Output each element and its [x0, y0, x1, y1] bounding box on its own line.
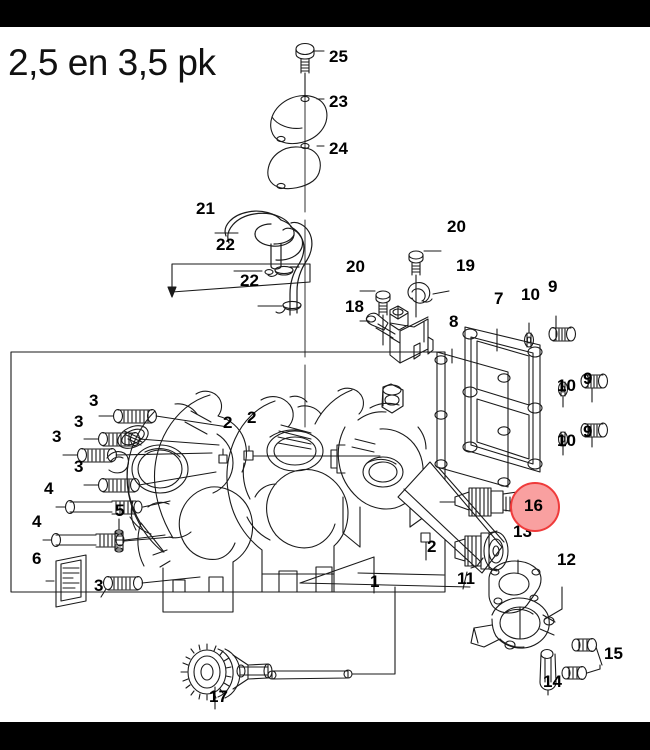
callout-fuel-hose-21[interactable]: 21	[196, 199, 215, 218]
part-9c-bolt	[580, 422, 609, 438]
part-13-gasket	[488, 560, 542, 614]
part-18-bracket	[365, 305, 434, 364]
callout-crankcase-1[interactable]: 1	[370, 572, 380, 591]
part-7-intake-plate	[462, 326, 543, 473]
callout-name-plate-6[interactable]: 6	[32, 549, 42, 568]
direction-arrow-bracket	[167, 263, 311, 298]
crankcase-group-box	[10, 351, 446, 593]
callout-bolt-15[interactable]: 15	[604, 644, 623, 663]
callout-clip-19[interactable]: 19	[456, 256, 475, 275]
callout-bolt-25[interactable]: 25	[329, 47, 348, 66]
part-2b-dowel	[218, 454, 228, 464]
callout-bolt-9[interactable]: 9	[548, 277, 558, 296]
part-20b-bolt	[375, 290, 391, 346]
leader-1b	[299, 556, 375, 584]
part-3e-bolt	[102, 575, 201, 591]
callout-hose-clamp-22[interactable]: 22	[216, 235, 235, 254]
letterbox-top	[0, 0, 650, 27]
callout-reed-valve-plate-8[interactable]: 8	[449, 312, 459, 331]
callout-bolt-long-4[interactable]: 4	[32, 512, 42, 531]
part-1-crankcase-right	[226, 395, 349, 593]
part-10b-washer	[557, 381, 569, 397]
callout-cover-plate-23[interactable]: 23	[329, 92, 348, 111]
part-25-bolt	[295, 42, 315, 98]
callout-dowel-pin-2[interactable]: 2	[427, 537, 437, 556]
callout-bolt-3[interactable]: 3	[94, 576, 104, 595]
callout-dowel-pin-5[interactable]: 5	[115, 501, 125, 520]
leader-12b	[544, 608, 563, 620]
part-8-reed-plate	[434, 351, 511, 488]
callout-bolt-3[interactable]: 3	[74, 412, 84, 431]
callout-cover-plate-lower-24[interactable]: 24	[329, 139, 348, 158]
part-22b-clamp	[275, 300, 302, 314]
part-20a-bolt	[408, 250, 424, 318]
part-9a-bolt	[548, 326, 577, 342]
highlight-circle-16[interactable]	[510, 482, 560, 532]
part-17-flywheel	[180, 586, 396, 701]
part-9b-bolt	[580, 373, 609, 389]
diagram-canvas: 2,5 en 3,5 pk	[0, 27, 650, 722]
leader-19	[432, 290, 450, 295]
part-19-clip	[407, 282, 433, 304]
callout-washer-10[interactable]: 10	[557, 376, 576, 395]
leader-11	[462, 571, 468, 590]
callout-washer-10[interactable]: 10	[557, 431, 576, 450]
parts-line-art	[10, 42, 609, 710]
part-21-hose	[224, 210, 313, 316]
callout-bolt-3[interactable]: 3	[89, 391, 99, 410]
callout-hose-clamp-22[interactable]: 22	[240, 271, 259, 290]
part-2a-dowel	[243, 450, 254, 461]
callout-bolt-9[interactable]: 9	[583, 422, 593, 441]
callout-bolt-3[interactable]: 3	[52, 427, 62, 446]
callout-dowel-pin-2[interactable]: 2	[223, 413, 233, 432]
part-2c-dowel	[420, 532, 431, 543]
part-22a-clamp	[264, 265, 294, 277]
part-11-ignition-coil	[454, 530, 509, 572]
part-12-exhaust-housing	[470, 597, 556, 650]
callout-bolt-20[interactable]: 20	[447, 217, 466, 236]
part-15a-bolt	[571, 637, 603, 666]
callout-flywheel-gear-17[interactable]: 17	[209, 687, 228, 706]
part-24-cover	[267, 142, 321, 190]
page-title: 2,5 en 3,5 pk	[8, 42, 216, 83]
callout-intake-manifold-plate-7[interactable]: 7	[494, 289, 504, 308]
part-3a-bolt	[112, 408, 229, 428]
highlight-number-16: 16	[524, 496, 543, 515]
part-3b-bolt	[97, 431, 220, 447]
callout-bolt-9[interactable]: 9	[583, 369, 593, 388]
callout-bracket-18[interactable]: 18	[345, 297, 364, 316]
letterbox-bottom	[0, 722, 650, 750]
callout-bolt-3[interactable]: 3	[74, 457, 84, 476]
part-6-nameplate	[55, 554, 87, 608]
part-3c-bolt	[76, 447, 213, 463]
callout-bolt-long-4[interactable]: 4	[44, 479, 54, 498]
part-4a-bolt	[64, 499, 171, 515]
callout-exhaust-housing-12[interactable]: 12	[557, 550, 576, 569]
callout-dowel-pin-2[interactable]: 2	[247, 408, 257, 427]
callout-ignition-coil-11[interactable]: 11	[457, 569, 475, 588]
part-4b-bolt	[50, 532, 166, 548]
part-23-cover	[270, 95, 328, 145]
callout-bolt-20[interactable]: 20	[346, 257, 365, 276]
leader-3e	[100, 588, 107, 598]
part-15b-bolt	[561, 665, 601, 681]
callout-washer-10[interactable]: 10	[521, 285, 540, 304]
callout-anode-holder-14[interactable]: 14	[543, 672, 562, 691]
part-1-crankcase-left	[106, 390, 254, 613]
part-5-dowel-pin	[114, 529, 173, 553]
